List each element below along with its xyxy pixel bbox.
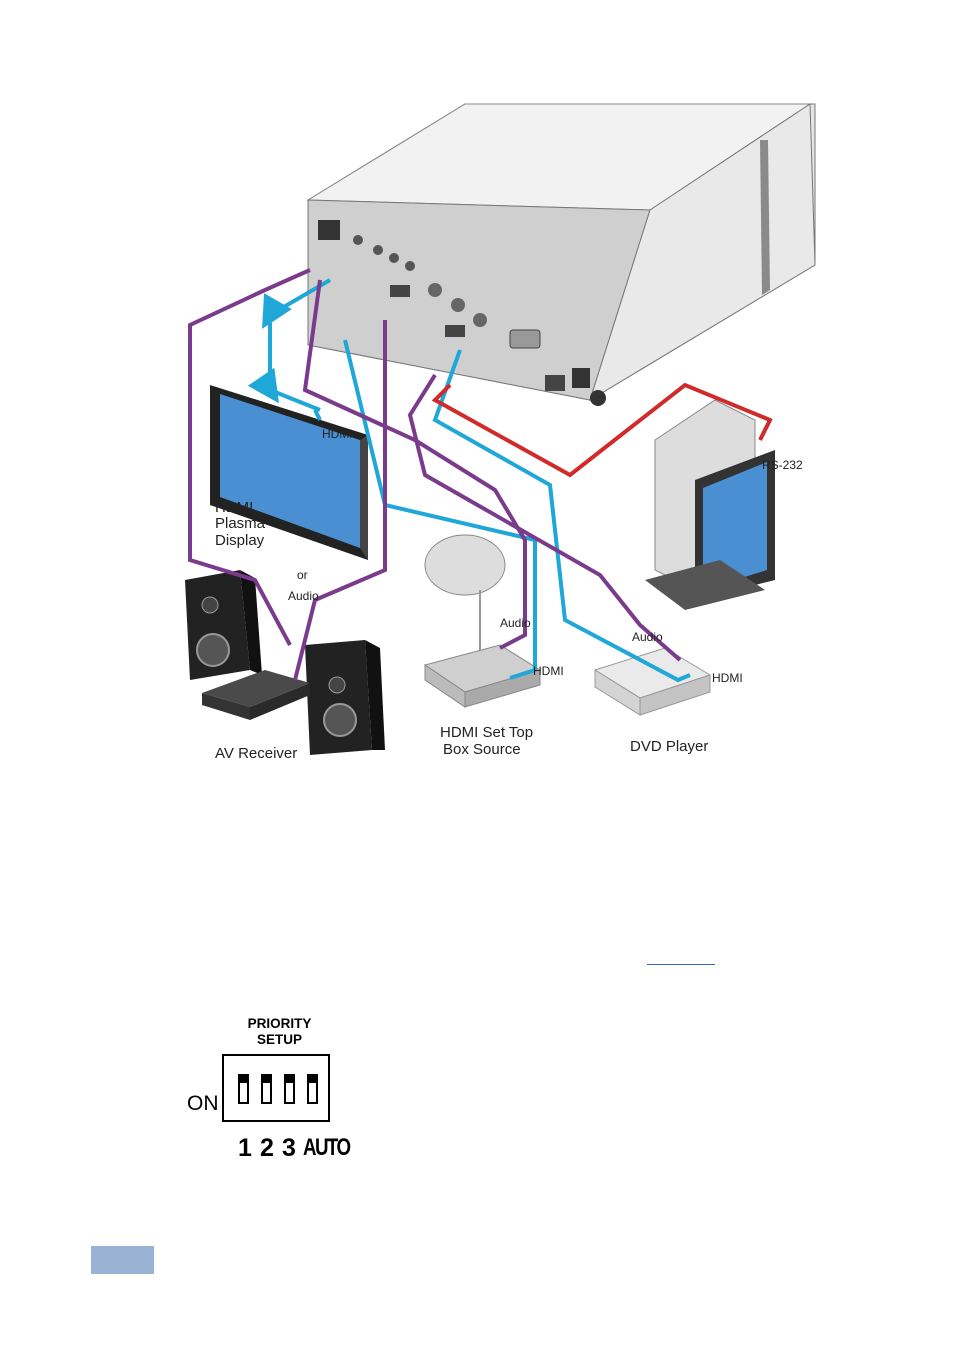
switch-on-label: ON bbox=[187, 1092, 219, 1115]
dip-switch-1[interactable] bbox=[238, 1074, 249, 1104]
priority-setup-switch: PRIORITY SETUP ON 1 2 3 AUTO bbox=[182, 1010, 352, 1170]
switch-number-3: 3 bbox=[282, 1134, 296, 1162]
switch-title-line1: PRIORITY bbox=[247, 1016, 312, 1031]
label-display-line2: Plasma bbox=[215, 515, 266, 532]
dip-switch-housing bbox=[222, 1054, 330, 1122]
label-hdmi-stb: HDMI bbox=[533, 664, 564, 678]
label-rs232: RS-232 bbox=[762, 458, 803, 472]
label-hdmi-dvd: HDMI bbox=[712, 671, 743, 685]
dvd-player-group bbox=[593, 647, 712, 716]
plasma-display bbox=[210, 385, 368, 560]
switch-auto-label: AUTO bbox=[303, 1134, 351, 1161]
switch-number-1: 1 bbox=[238, 1134, 252, 1162]
rs232-cable bbox=[431, 382, 773, 478]
dip-switch-3[interactable] bbox=[284, 1074, 295, 1104]
switch-number-2: 2 bbox=[260, 1134, 274, 1162]
audio-cables bbox=[188, 268, 682, 681]
label-audio-stb: Audio bbox=[500, 616, 531, 630]
label-stb-line1: HDMI Set Top bbox=[440, 724, 533, 741]
label-dvd-player: DVD Player bbox=[630, 738, 708, 755]
label-audio-dvd: Audio bbox=[632, 630, 663, 644]
hyperlink-underline[interactable] bbox=[647, 964, 715, 965]
label-stb-line2: Box Source bbox=[443, 741, 521, 758]
label-audio-receiver: Audio bbox=[288, 589, 319, 603]
page-number-tab bbox=[91, 1246, 154, 1274]
label-av-receiver: AV Receiver bbox=[215, 745, 297, 762]
pc-group bbox=[645, 399, 775, 610]
connection-diagram: HDMI HDMI Plasma Display or Audio AV Rec… bbox=[185, 103, 816, 762]
switch-title-line2: SETUP bbox=[256, 1032, 302, 1047]
label-display-line1: HDMI bbox=[215, 499, 253, 516]
label-display-line3: Display bbox=[215, 532, 265, 549]
dip-switch-2[interactable] bbox=[261, 1074, 272, 1104]
dip-switch-auto[interactable] bbox=[307, 1074, 318, 1104]
label-hdmi-display: HDMI bbox=[322, 427, 353, 441]
label-or: or bbox=[297, 568, 308, 582]
switcher-unit bbox=[306, 103, 816, 406]
av-receiver-group bbox=[185, 570, 385, 755]
set-top-box-group bbox=[423, 534, 542, 708]
